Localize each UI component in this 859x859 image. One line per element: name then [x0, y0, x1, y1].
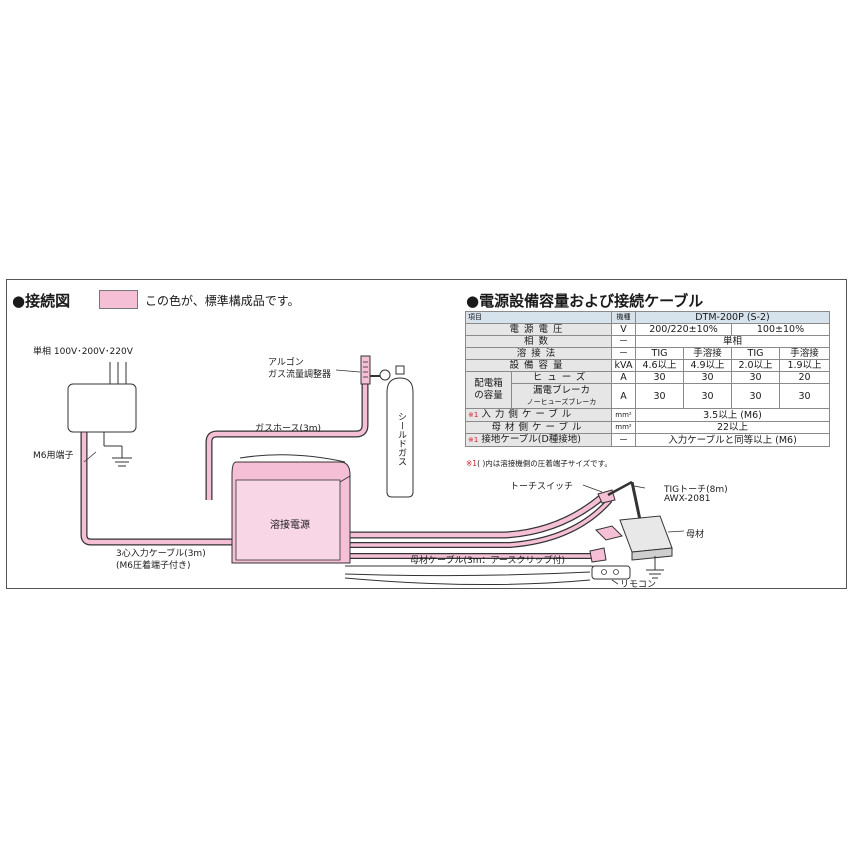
tig-torch-label: TIGトーチ(8m) — [664, 485, 728, 495]
power-source-label: 単相 100V･200V･220V — [33, 347, 133, 357]
shield-gas-cylinder — [386, 365, 414, 498]
gas-hose-label: ガスホース(3m) — [255, 424, 322, 434]
torch-switch-label: トーチスイッチ — [510, 482, 574, 492]
shield-gas-label: シールドガス — [396, 412, 406, 466]
gas-regulator — [335, 355, 391, 385]
power-outlet — [67, 362, 137, 467]
welder-label: 溶接電源 — [270, 520, 310, 531]
earth-clip — [589, 547, 607, 563]
base-metal-workpiece — [595, 515, 685, 579]
connection-diagram-heading: ●接続図 — [12, 292, 71, 310]
remote-label: リモコン — [620, 580, 657, 590]
item-header: 項目 — [465, 311, 612, 324]
pink-cables — [80, 378, 613, 559]
table-row: 溶接法 － TIG 手溶接 TIG 手溶接 — [465, 347, 830, 360]
tig-torch-model-label: AWX-2081 — [664, 494, 711, 504]
legend-text: この色が、標準構成品です。 — [145, 294, 300, 308]
remote-cable-line — [344, 571, 591, 577]
argon-label: アルゴン — [268, 358, 304, 368]
distribution-box-group: 配電箱 の容量 — [465, 371, 512, 409]
table-row: 相数 － 単相 — [465, 335, 830, 348]
spec-heading: ●電源設備容量および接続ケーブル — [466, 292, 704, 310]
welding-power-source — [231, 454, 351, 564]
tig-torch — [582, 480, 646, 521]
model-header: 機種 — [611, 311, 636, 324]
table-row: ※1 入力側ケーブル mm² 3.5以上 (M6) — [465, 408, 830, 422]
table-row: 電源電圧 V 200/220±10% 100±10% — [465, 323, 830, 336]
base-cable-label: 母材ケーブル(3m：アースクリップ付) — [410, 556, 565, 566]
table-row: 設備容量 kVA 4.6以上 4.9以上 2.0以上 1.9以上 — [465, 359, 830, 372]
flow-regulator-label: ガス流量調整器 — [268, 370, 332, 380]
model-name: DTM-200P (S-2) — [635, 311, 830, 324]
input-cable-terminal-label: (M6圧着端子付き) — [116, 561, 191, 571]
remote-control — [591, 565, 631, 585]
input-cable-label: 3心入力ケーブル(3m) — [116, 549, 206, 559]
spec-table: 項目 機種 DTM-200P (S-2) 電源電圧 V 200/220±10% … — [465, 311, 830, 447]
base-metal-label: 母材 — [686, 530, 705, 540]
m6-terminal-label: M6用端子 — [33, 451, 74, 461]
table-row: ※1 接地ケーブル(D種接地) － 入力ケーブルと同等以上 (M6) — [465, 433, 830, 447]
base-cable-line — [345, 565, 601, 574]
table-row: 配電箱 の容量 ヒューズ A 30 30 30 20 — [465, 371, 830, 409]
table-row: 母材側ケーブル mm² 22以上 — [465, 421, 830, 434]
table-header-row: 項目 機種 DTM-200P (S-2) — [465, 311, 830, 324]
table-row: 漏電ブレーカ ノーヒューズブレーカ A 30 30 30 30 — [466, 383, 830, 409]
standard-color-swatch — [99, 290, 138, 309]
spec-footnote: ※1( )内は溶接機側の圧着端子サイズです。 — [466, 459, 612, 468]
